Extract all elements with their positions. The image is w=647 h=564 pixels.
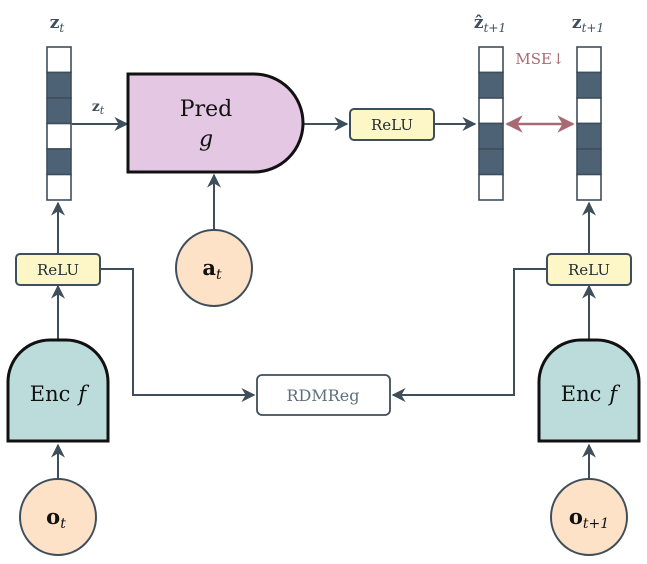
vector-cell-inactive: [576, 97, 602, 125]
latent-vector-z-t1: [576, 46, 602, 201]
predictor-block: Pred g: [126, 72, 305, 174]
vector-cell-active: [576, 71, 602, 99]
arrow-relu-left-to-rdmreg: [100, 268, 256, 402]
vector-cell-inactive: [46, 173, 72, 201]
latent-vector-zhat-t1: [478, 46, 504, 201]
relu-left-box: ReLU: [15, 253, 101, 286]
label-z-t-top: zt: [50, 13, 65, 35]
vector-cell-inactive: [576, 46, 602, 74]
vector-cell-inactive: [478, 173, 504, 201]
relu-mid-box: ReLU: [349, 108, 435, 141]
vector-cell-inactive: [576, 173, 602, 201]
relu-right-box: ReLU: [546, 253, 632, 286]
relu-left-label: ReLU: [37, 261, 79, 279]
label-zhat-t1: ẑt+1: [474, 13, 506, 35]
vector-cell-active: [576, 148, 602, 176]
action-input-node: at: [175, 229, 253, 307]
vector-cell-active: [478, 71, 504, 99]
rdmreg-label: RDMReg: [286, 386, 359, 405]
observation-t1-node: ot+1: [550, 478, 628, 556]
predictor-symbol: g: [199, 127, 213, 152]
label-z-t1: zt+1: [572, 13, 604, 35]
label-z-t-arrow: zt: [92, 99, 105, 117]
connections: [51, 117, 596, 480]
observation-t-node: ot: [19, 478, 97, 556]
vector-cell-inactive: [46, 46, 72, 74]
relu-right-label: ReLU: [568, 261, 610, 279]
arrow-relu-right-to-rdmreg: [391, 268, 547, 402]
relu-mid-label: ReLU: [371, 116, 413, 134]
observation-t1-label: ot+1: [569, 504, 609, 532]
latent-vector-z-t: [46, 46, 72, 201]
vector-cell-active: [46, 71, 72, 99]
vector-cell-inactive: [46, 122, 72, 150]
vector-cell-inactive: [478, 97, 504, 125]
label-mse: MSE↓: [515, 50, 564, 68]
rdmreg-box: RDMReg: [256, 374, 391, 416]
vector-cell-active: [478, 148, 504, 176]
vector-cell-active: [478, 122, 504, 150]
observation-t-label: ot: [46, 504, 66, 532]
vector-cell-active: [46, 97, 72, 125]
vector-cell-active: [576, 122, 602, 150]
action-label: at: [202, 255, 222, 283]
predictor-name: Pred: [180, 97, 232, 122]
vector-cell-inactive: [478, 46, 504, 74]
vector-cell-active: [46, 148, 72, 176]
